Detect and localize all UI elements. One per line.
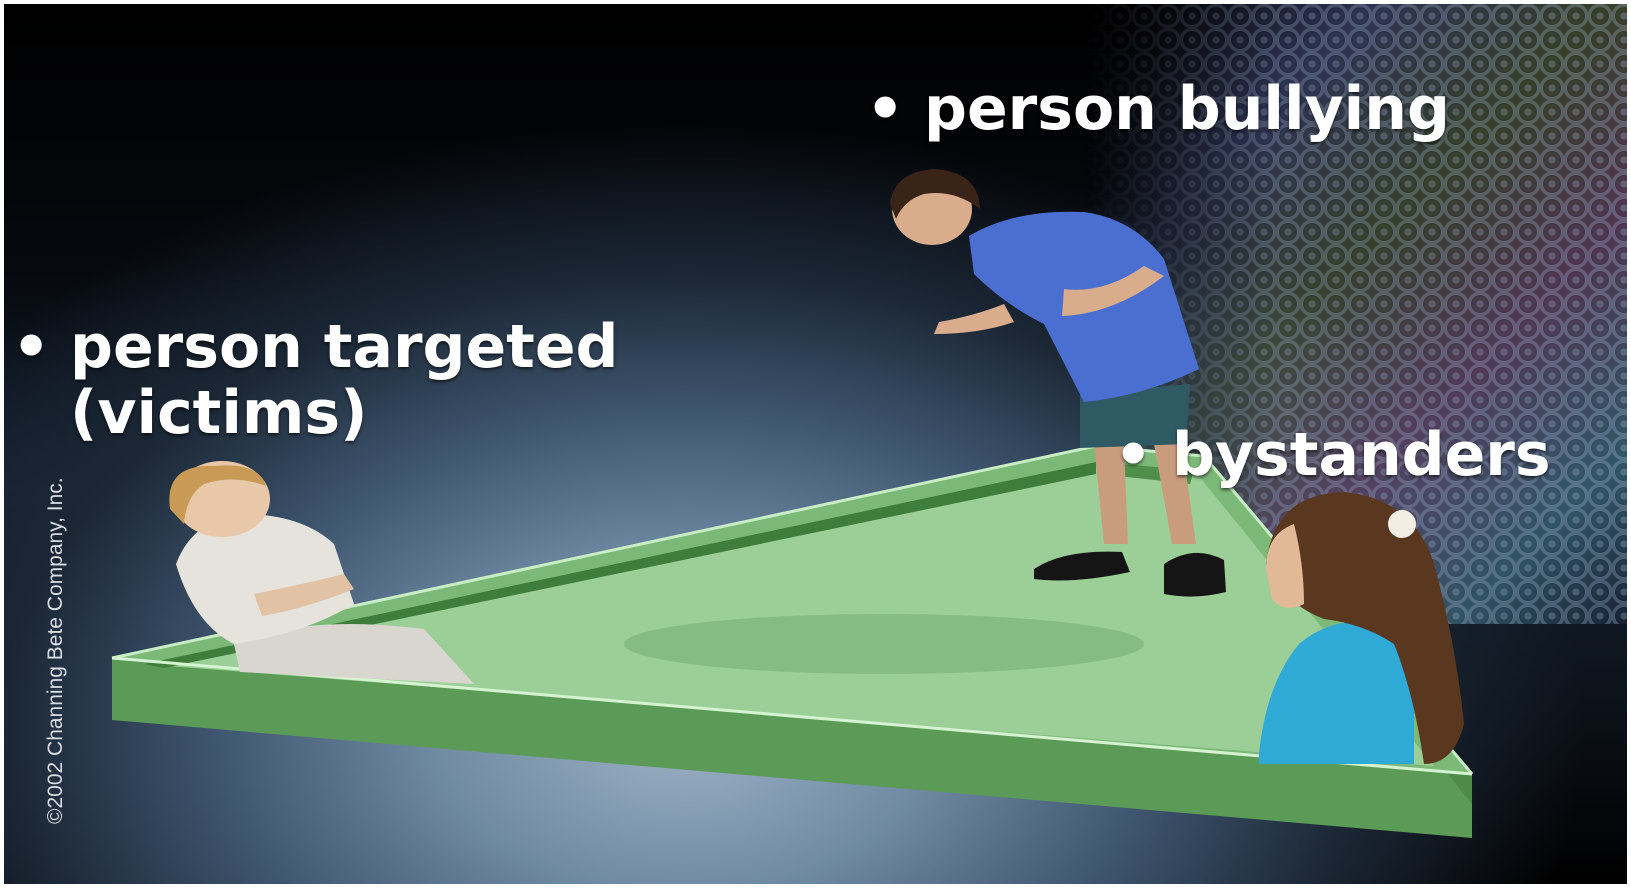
slide: •person bullying •person targeted (victi… xyxy=(4,4,1627,884)
label-bystanders: •bystanders xyxy=(1114,422,1551,488)
label-person-bullying-text: person bullying xyxy=(924,74,1450,144)
copyright-notice: ©2002 Channing Bete Company, Inc. xyxy=(44,477,68,824)
label-person-targeted: •person targeted (victims) xyxy=(12,314,619,446)
bullet-icon: • xyxy=(12,314,70,380)
label-person-targeted-line2: (victims) xyxy=(12,380,619,446)
label-bystanders-text: bystanders xyxy=(1172,420,1551,490)
label-person-bullying: •person bullying xyxy=(866,76,1450,142)
label-person-targeted-line1: person targeted xyxy=(70,312,619,382)
bullet-icon: • xyxy=(866,76,924,142)
bullet-icon: • xyxy=(1114,422,1172,488)
